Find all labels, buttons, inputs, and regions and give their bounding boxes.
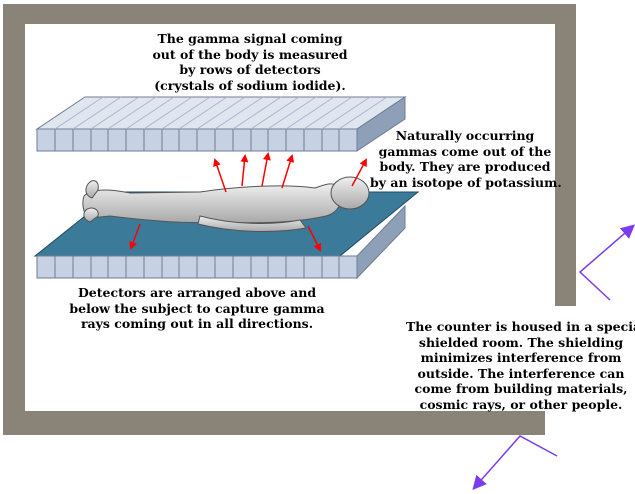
external-rays xyxy=(472,224,635,490)
gamma-arrow xyxy=(307,225,321,252)
external-ray-right xyxy=(578,224,635,301)
gamma-arrow xyxy=(261,152,271,187)
gamma-arrow xyxy=(129,223,141,250)
gamma-arrow xyxy=(351,158,367,187)
lower-detector-bank xyxy=(36,204,406,280)
gamma-arrow xyxy=(240,154,249,187)
external-ray-bottom xyxy=(472,435,558,490)
gamma-arrow xyxy=(281,154,295,189)
patient-body xyxy=(82,176,370,232)
gamma-ray-arrows xyxy=(129,152,367,252)
gamma-arrow xyxy=(213,158,227,193)
upper-detector-bank xyxy=(35,96,407,152)
